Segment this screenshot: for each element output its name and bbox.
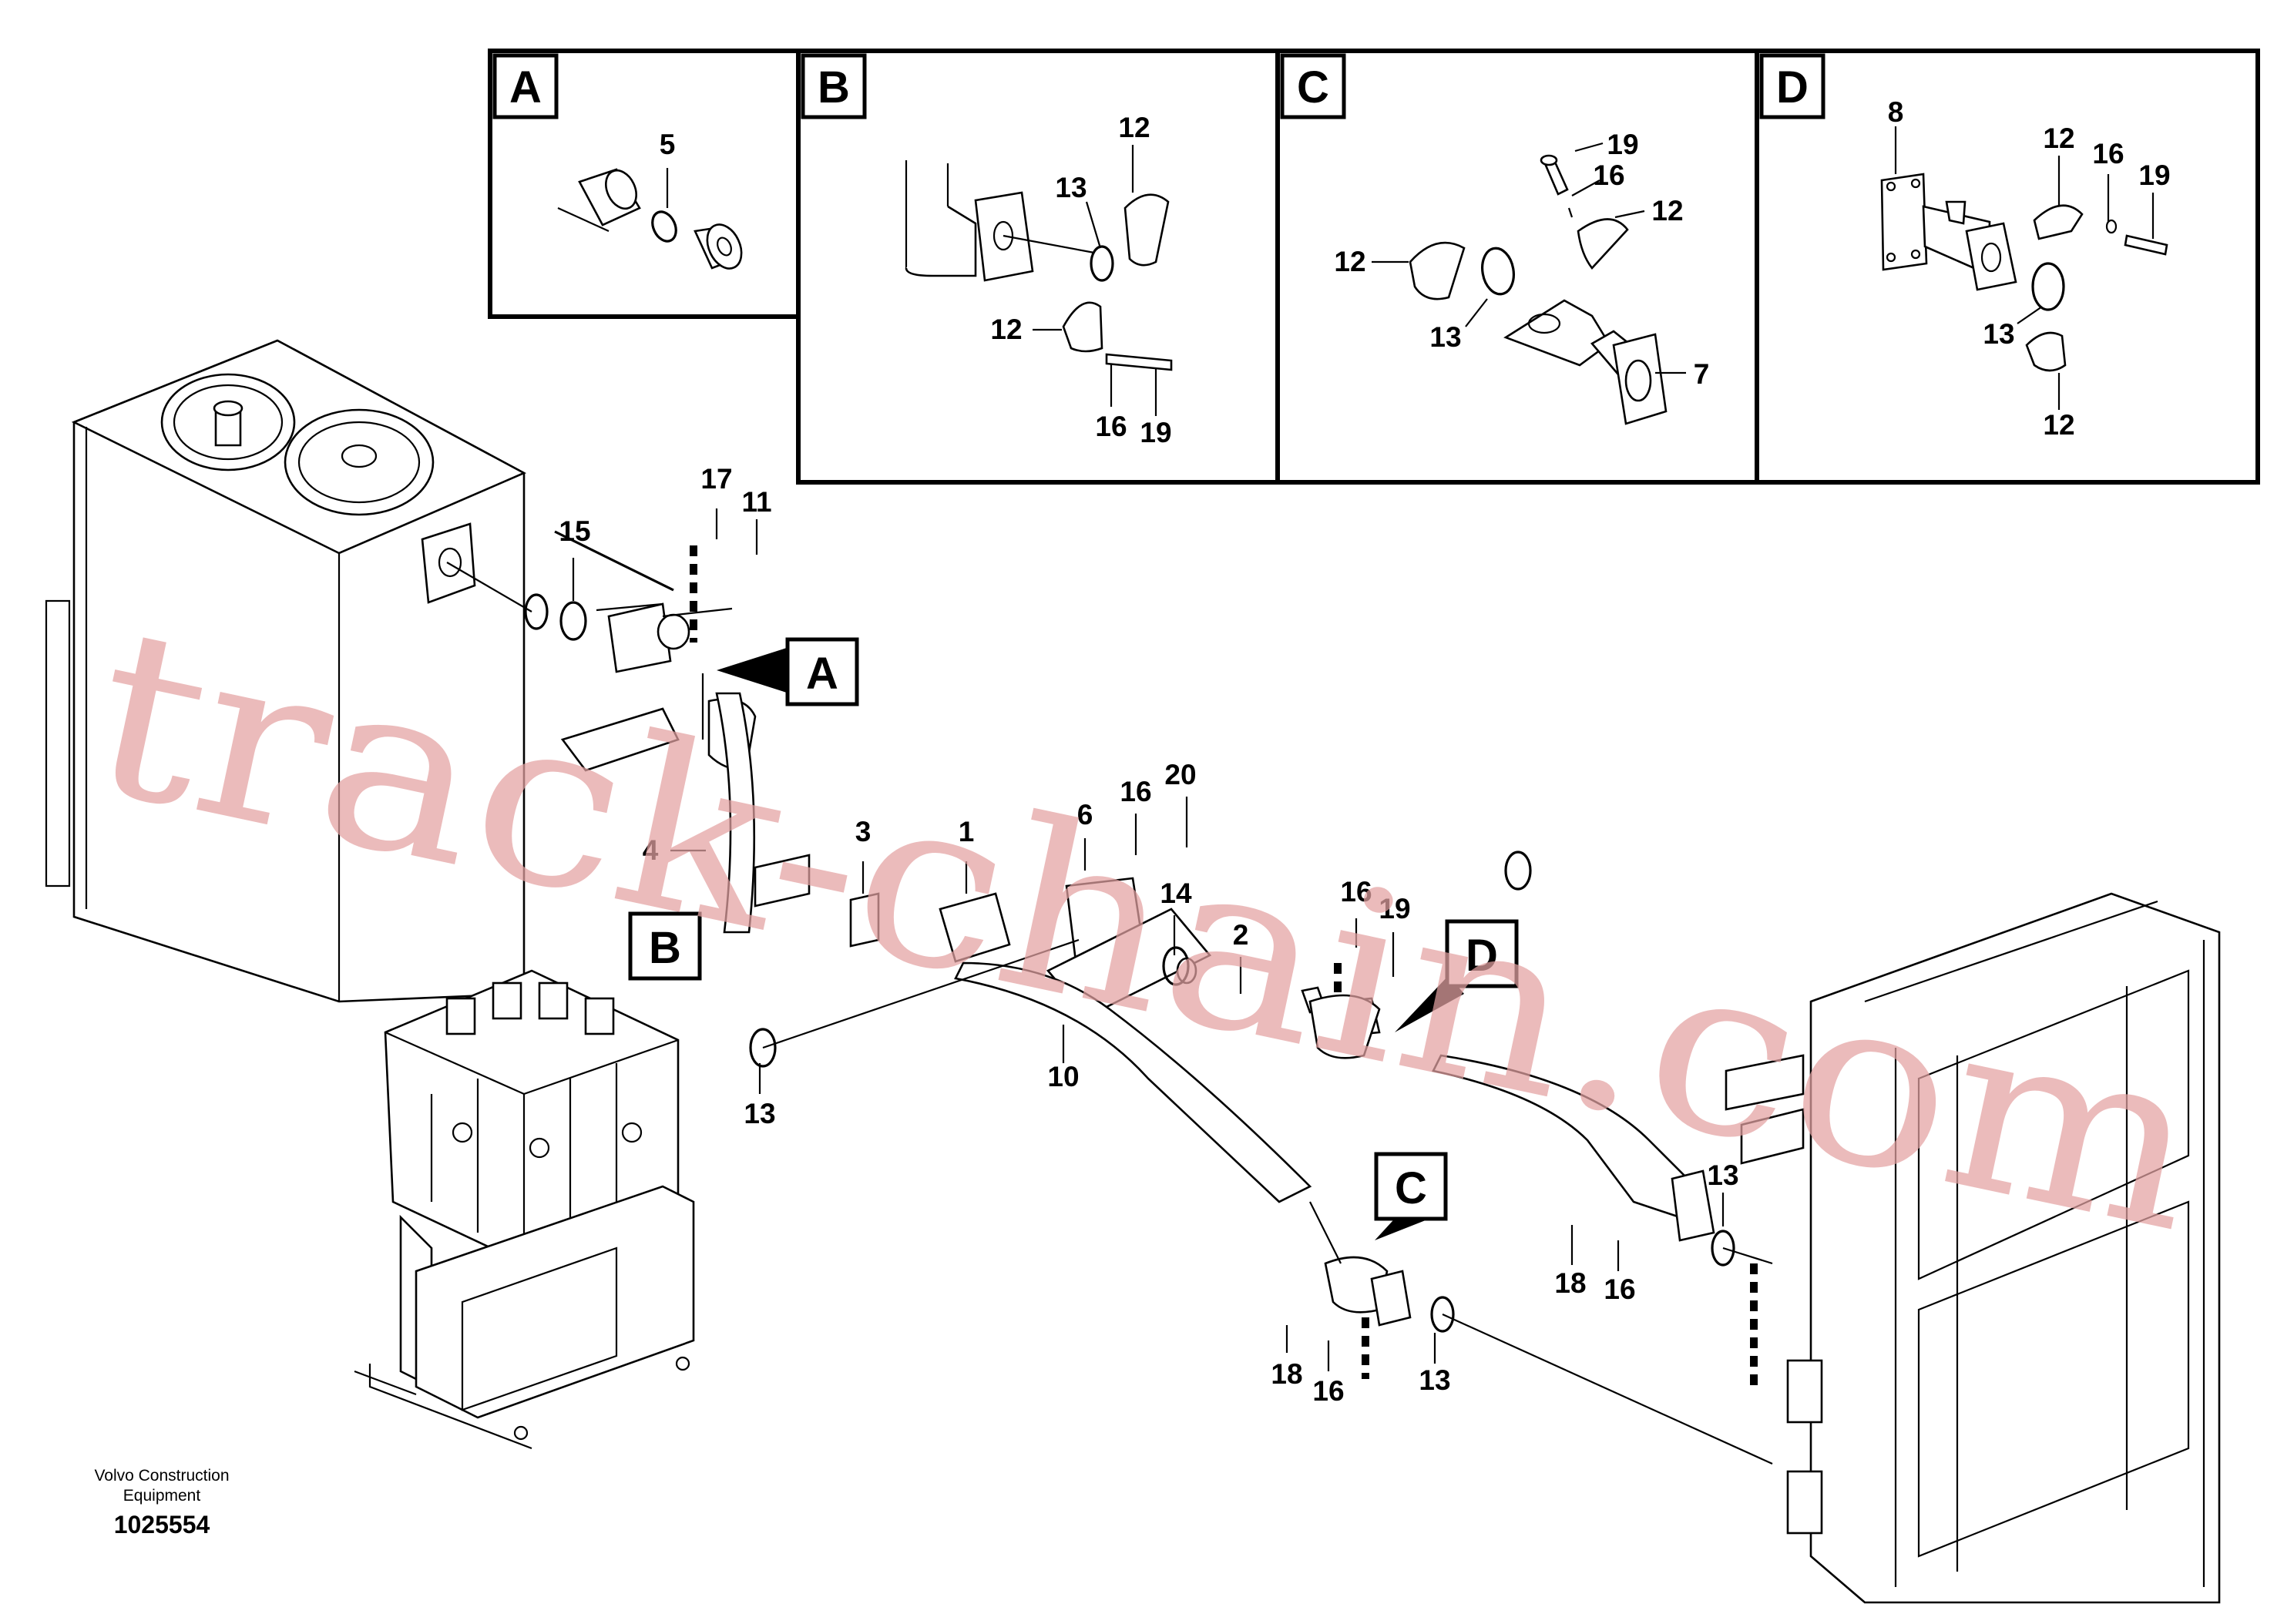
callout-13-left: 13 (744, 1098, 775, 1129)
callout-18-bottom: 18 (1271, 1358, 1302, 1390)
callout-d-12a: 12 (2043, 122, 2074, 154)
callout-3: 3 (855, 816, 872, 847)
callout-c-12a: 12 (1651, 195, 1683, 226)
main-callouts: 17 11 15 20 16 6 1 3 4 14 2 16 19 10 13 … (559, 463, 1738, 1407)
callout-16-mid: 16 (1340, 876, 1372, 908)
callout-18-right: 18 (1554, 1267, 1586, 1299)
callout-b-13: 13 (1055, 172, 1087, 203)
view-ref-letter-a: A (806, 649, 838, 699)
view-ref-c: C (1374, 1152, 1448, 1240)
view-ref-letter-b: B (649, 923, 681, 973)
detail-view-d: D (1759, 53, 1825, 119)
callout-a-5: 5 (660, 129, 676, 160)
callout-c-13: 13 (1429, 321, 1461, 353)
detail-view-c: C (1280, 53, 1346, 119)
detail-c-drawing: 19 16 12 12 13 7 (1334, 129, 1710, 425)
detail-panel: A B C D 5 (488, 49, 2260, 485)
control-valve (354, 969, 695, 1450)
view-ref-b: B (628, 911, 702, 981)
callout-13-right: 13 (1707, 1159, 1738, 1191)
pipe-assembly (446, 530, 1773, 1465)
callout-16-bottom: 16 (1312, 1375, 1344, 1407)
callout-20: 20 (1164, 759, 1196, 790)
callout-2: 2 (1233, 919, 1249, 951)
callout-19: 19 (1379, 893, 1410, 924)
callout-4: 4 (643, 834, 659, 866)
callout-d-12b: 12 (2043, 409, 2074, 441)
detail-letter-a: A (509, 62, 542, 112)
callout-11: 11 (741, 486, 771, 518)
footer-company-line2: Equipment (123, 1487, 201, 1505)
footer-company: Volvo Construction (94, 1467, 229, 1485)
callout-d-16: 16 (2092, 138, 2124, 169)
detail-d-drawing: 8 12 16 19 13 12 (1880, 96, 2171, 441)
view-ref-a: A (717, 637, 859, 706)
callout-6: 6 (1077, 799, 1093, 830)
callout-b-12b: 12 (990, 314, 1022, 345)
radiator-cooler (1725, 892, 2221, 1604)
view-ref-letter-c: C (1395, 1163, 1427, 1213)
drawing-number: 1025554 (114, 1511, 210, 1538)
callout-c-19: 19 (1607, 129, 1638, 160)
callout-13-bottom: 13 (1419, 1364, 1450, 1396)
callout-c-16: 16 (1593, 159, 1624, 191)
callout-d-13: 13 (1983, 318, 2014, 350)
callout-15: 15 (559, 515, 590, 547)
hydraulic-tank (45, 339, 526, 1003)
detail-b-drawing: 12 13 12 16 19 (905, 112, 1173, 448)
callout-16-right: 16 (1604, 1273, 1635, 1305)
detail-letter-d: D (1776, 62, 1809, 112)
callout-c-7: 7 (1694, 358, 1710, 390)
view-ref-letter-d: D (1466, 931, 1498, 981)
callout-d-19: 19 (2138, 159, 2170, 191)
callout-1: 1 (959, 816, 975, 847)
detail-letter-b: B (818, 62, 850, 112)
view-ref-d: D (1395, 919, 1519, 1032)
callout-c-12b: 12 (1334, 246, 1365, 277)
callout-16-top: 16 (1120, 776, 1151, 807)
callout-b-16: 16 (1095, 411, 1127, 442)
footer: Volvo Construction Equipment 1025554 (94, 1467, 229, 1538)
detail-a-drawing: 5 (557, 129, 743, 270)
callout-10: 10 (1047, 1061, 1079, 1092)
detail-view-b: B (801, 53, 867, 119)
callout-b-12a: 12 (1118, 112, 1150, 143)
detail-view-a: A (492, 53, 559, 119)
callout-d-8: 8 (1888, 96, 1904, 128)
callout-b-19: 19 (1140, 417, 1171, 448)
detail-letter-c: C (1297, 62, 1329, 112)
callout-14: 14 (1160, 877, 1192, 909)
callout-17: 17 (700, 463, 732, 495)
